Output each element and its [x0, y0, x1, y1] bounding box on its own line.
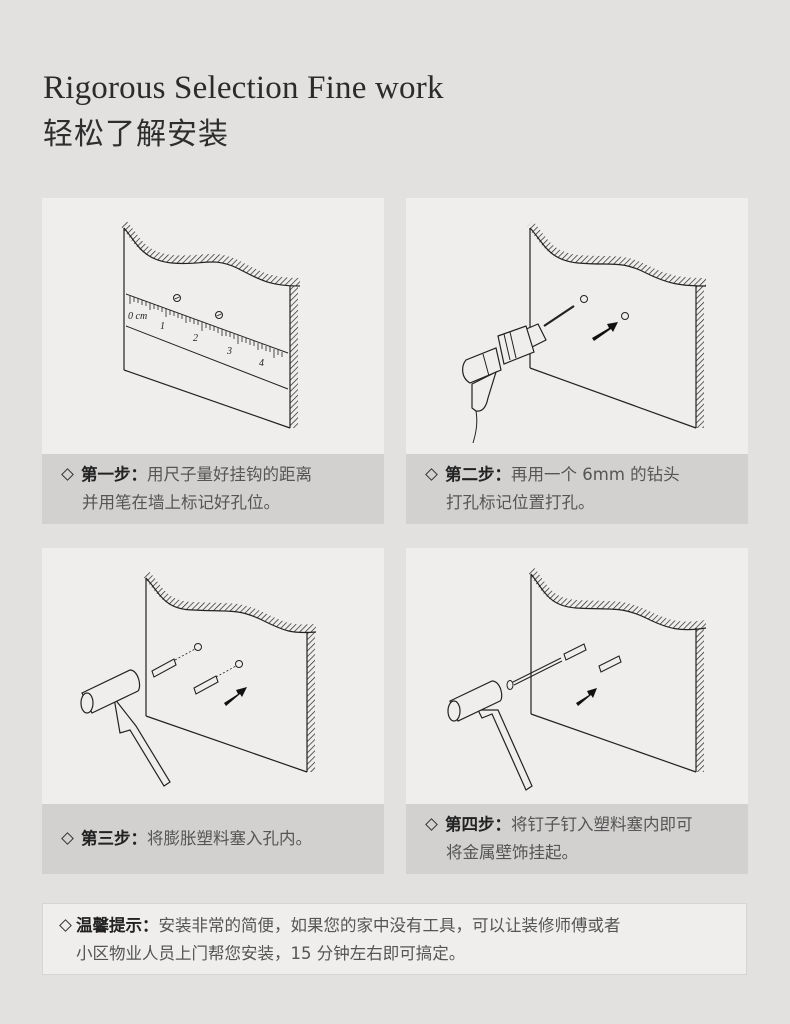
step-3-illustration — [42, 548, 384, 804]
tip-box: 温馨提示：安装非常的简便，如果您的家中没有工具，可以让装修师傅或者 小区物业人员… — [42, 903, 747, 975]
step-3-text-line1: 将膨胀塑料塞入孔内。 — [147, 829, 312, 848]
svg-text:0 cm: 0 cm — [128, 311, 147, 322]
diamond-bullet-icon — [425, 818, 438, 831]
hammer-anchors-into-wall-icon — [80, 571, 317, 787]
step-2-text-line1: 再用一个 6mm 的钻头 — [511, 465, 680, 484]
page-title-english: Rigorous Selection Fine work — [43, 70, 444, 106]
ruler-on-wall-icon: 0 cm 1 2 3 4 — [120, 221, 301, 429]
step-card-3: 第三步：将膨胀塑料塞入孔内。 — [42, 548, 384, 874]
tip-text-line1: 安装非常的简便，如果您的家中没有工具，可以让装修师傅或者 — [158, 916, 621, 935]
step-2-text-line2: 打孔标记位置打孔。 — [446, 493, 595, 512]
svg-text:3: 3 — [226, 346, 232, 357]
step-4-text-line1: 将钉子钉入塑料塞内即可 — [511, 815, 693, 834]
tip-label: 温馨提示： — [76, 916, 159, 935]
svg-text:1: 1 — [160, 321, 165, 332]
step-2-illustration — [406, 198, 748, 454]
step-4-text-line2: 将金属壁饰挂起。 — [446, 843, 578, 862]
step-2-label: 第二步： — [445, 465, 511, 484]
step-4-caption: 第四步：将钉子钉入塑料塞内即可 将金属壁饰挂起。 — [406, 804, 748, 874]
svg-text:2: 2 — [193, 333, 198, 344]
step-3-caption: 第三步：将膨胀塑料塞入孔内。 — [42, 804, 384, 874]
diamond-bullet-icon — [59, 919, 72, 932]
step-1-label: 第一步： — [81, 465, 147, 484]
svg-text:4: 4 — [259, 358, 264, 369]
diamond-bullet-icon — [61, 468, 74, 481]
drill-into-wall-icon — [462, 221, 707, 444]
step-1-illustration: 0 cm 1 2 3 4 — [42, 198, 384, 454]
step-2-caption: 第二步：再用一个 6mm 的钻头 打孔标记位置打孔。 — [406, 454, 748, 524]
step-3-label: 第三步： — [81, 829, 147, 848]
step-1-text-line1: 用尺子量好挂钩的距离 — [147, 465, 312, 484]
diamond-bullet-icon — [61, 832, 74, 845]
diamond-bullet-icon — [425, 468, 438, 481]
step-1-caption: 第一步：用尺子量好挂钩的距离 并用笔在墙上标记好孔位。 — [42, 454, 384, 524]
step-card-1: 0 cm 1 2 3 4 第一步：用尺子量好挂钩的距离 并用笔在墙上标记好孔位。 — [42, 198, 384, 524]
step-1-text-line2: 并用笔在墙上标记好孔位。 — [82, 493, 280, 512]
tip-text-line2: 小区物业人员上门帮您安装，15 分钟左右即可搞定。 — [76, 944, 466, 963]
step-card-2: 第二步：再用一个 6mm 的钻头 打孔标记位置打孔。 — [406, 198, 748, 524]
step-4-illustration — [406, 548, 748, 804]
step-4-label: 第四步： — [445, 815, 511, 834]
hammer-nail-into-anchor-icon — [447, 567, 707, 791]
page-title-chinese: 轻松了解安装 — [43, 117, 229, 152]
step-card-4: 第四步：将钉子钉入塑料塞内即可 将金属壁饰挂起。 — [406, 548, 748, 874]
